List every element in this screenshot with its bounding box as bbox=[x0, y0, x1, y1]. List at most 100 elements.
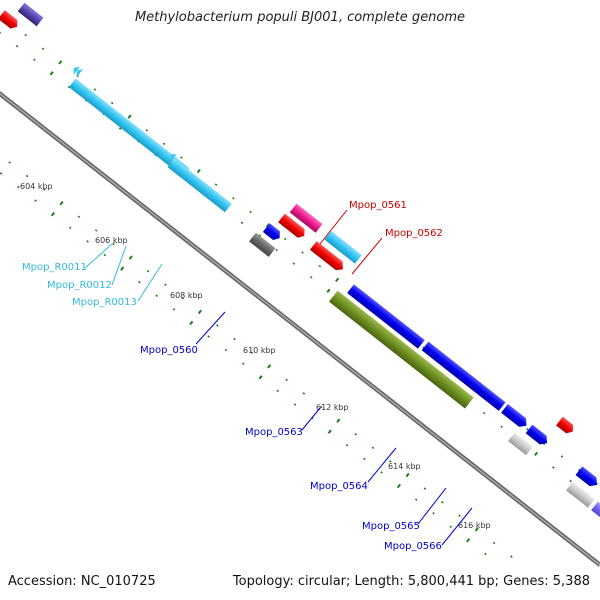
tick-mark bbox=[354, 432, 357, 436]
gene-mpop-0564[interactable] bbox=[421, 341, 506, 411]
gene-label-mpop-r0013[interactable]: Mpop_R0013 bbox=[72, 297, 137, 308]
gene-mpop-0563-a[interactable] bbox=[347, 284, 425, 349]
tick-mark bbox=[15, 44, 19, 48]
tick-mark bbox=[17, 185, 20, 189]
gene-mpop-0561[interactable] bbox=[289, 203, 323, 233]
gene-mpop-r0011-b[interactable] bbox=[74, 67, 84, 77]
tick-mark bbox=[94, 229, 98, 232]
tick-mark bbox=[189, 320, 194, 326]
gene-mpop-r0013[interactable] bbox=[167, 158, 232, 213]
tick-mark bbox=[309, 275, 313, 279]
gene-purple-top[interactable] bbox=[17, 2, 44, 27]
kbp-label: 606 kbp bbox=[95, 236, 128, 245]
tick-mark bbox=[422, 346, 425, 350]
gene-lavender-bottom[interactable] bbox=[591, 501, 600, 548]
tick-mark bbox=[172, 308, 176, 311]
tick-mark bbox=[267, 364, 272, 369]
gene-label-mpop-0564[interactable]: Mpop_0564 bbox=[310, 481, 368, 492]
tick-mark bbox=[258, 375, 263, 380]
tick-mark bbox=[34, 199, 37, 202]
gene-mpop-0561-b[interactable] bbox=[278, 213, 308, 241]
gene-label-mpop-0562[interactable]: Mpop_0562 bbox=[385, 228, 443, 239]
tick-mark bbox=[265, 223, 270, 228]
gene-label-mpop-0566[interactable]: Mpop_0566 bbox=[384, 541, 442, 552]
tick-mark bbox=[24, 33, 27, 37]
tick-mark bbox=[526, 427, 529, 431]
gene-red-right[interactable] bbox=[556, 416, 576, 436]
tick-mark bbox=[241, 362, 245, 365]
tick-mark bbox=[146, 269, 150, 273]
tick-mark bbox=[466, 538, 471, 543]
tick-mark bbox=[59, 200, 64, 206]
tick-mark bbox=[127, 114, 132, 119]
tick-mark bbox=[216, 324, 219, 327]
tick-mark bbox=[240, 221, 244, 225]
tick-mark bbox=[8, 161, 11, 164]
tick-marks bbox=[0, 31, 598, 558]
tick-mark bbox=[283, 237, 287, 241]
gene-label-mpop-0563[interactable]: Mpop_0563 bbox=[245, 427, 303, 438]
gene-mpop-0560[interactable] bbox=[249, 232, 276, 257]
tick-mark bbox=[93, 88, 97, 91]
tick-mark bbox=[155, 294, 158, 298]
tick-mark bbox=[275, 248, 278, 252]
gene-label-mpop-r0011[interactable]: Mpop_R0011 bbox=[22, 262, 87, 273]
tick-mark bbox=[301, 251, 304, 254]
tick-mark bbox=[302, 392, 306, 395]
label-leaders bbox=[84, 209, 473, 546]
kbp-label: 612 kbp bbox=[316, 403, 349, 412]
tick-mark bbox=[103, 253, 107, 257]
tick-mark bbox=[440, 500, 444, 504]
gene-mpop-0566-a[interactable] bbox=[575, 466, 600, 489]
kbp-label: 616 kbp bbox=[458, 521, 491, 530]
gene-label-mpop-0561[interactable]: Mpop_0561 bbox=[349, 200, 407, 211]
tick-mark bbox=[197, 309, 202, 315]
tick-mark bbox=[138, 280, 141, 284]
gene-mpop-0565[interactable] bbox=[508, 432, 533, 456]
gene-mpop-0565-a[interactable] bbox=[501, 404, 530, 430]
gene-label-mpop-r0012[interactable]: Mpop_R0012 bbox=[47, 280, 112, 291]
tick-mark bbox=[327, 429, 332, 434]
tick-mark bbox=[293, 403, 297, 406]
tick-mark bbox=[68, 226, 72, 230]
tick-mark bbox=[319, 405, 323, 409]
gene-features bbox=[0, 2, 600, 548]
genome-summary: Topology: circular; Length: 5,800,441 bp… bbox=[232, 574, 590, 589]
map-title: Methylobacterium populi BJ001, complete … bbox=[134, 10, 466, 25]
gene-mpop-0560-a[interactable] bbox=[262, 223, 283, 242]
gene-mpop-0566[interactable] bbox=[565, 481, 595, 508]
tick-mark bbox=[0, 172, 3, 175]
gene-labels: Mpop_0561 Mpop_0562 Mpop_R0011 Mpop_R001… bbox=[22, 200, 443, 552]
gene-mpop-0562-b[interactable] bbox=[309, 241, 347, 273]
tick-mark bbox=[112, 242, 115, 246]
tick-mark bbox=[180, 156, 183, 159]
tick-mark bbox=[500, 425, 503, 428]
gene-mpop-0563[interactable] bbox=[328, 290, 474, 409]
gene-red-top[interactable] bbox=[0, 10, 21, 31]
tick-mark bbox=[363, 457, 366, 461]
tick-mark bbox=[380, 471, 383, 474]
gene-mpop-0565-b[interactable] bbox=[525, 424, 551, 448]
tick-mark bbox=[552, 466, 555, 469]
tick-mark bbox=[276, 389, 280, 393]
tick-mark bbox=[33, 58, 36, 62]
gene-mpop-r0013-arrow[interactable] bbox=[169, 152, 177, 161]
accession-text: Accession: NC_010725 bbox=[8, 574, 156, 589]
tick-mark bbox=[449, 525, 453, 529]
tick-mark bbox=[41, 47, 45, 51]
tick-mark bbox=[67, 85, 71, 89]
gene-mpop-r0011[interactable] bbox=[71, 64, 80, 75]
tick-mark bbox=[560, 455, 564, 458]
tick-mark bbox=[25, 174, 29, 178]
gene-mpop-0562[interactable] bbox=[324, 230, 362, 264]
tick-mark bbox=[232, 196, 235, 200]
tick-mark bbox=[43, 188, 46, 191]
kbp-label: 608 kbp bbox=[170, 291, 203, 300]
tick-mark bbox=[196, 168, 201, 174]
tick-mark bbox=[162, 142, 166, 146]
gene-label-mpop-0560[interactable]: Mpop_0560 bbox=[140, 345, 198, 356]
gene-mpop-r0012[interactable] bbox=[68, 78, 190, 177]
tick-mark bbox=[458, 514, 461, 518]
gene-label-mpop-0565[interactable]: Mpop_0565 bbox=[362, 521, 420, 532]
kbp-label: 604 kbp bbox=[20, 182, 53, 191]
